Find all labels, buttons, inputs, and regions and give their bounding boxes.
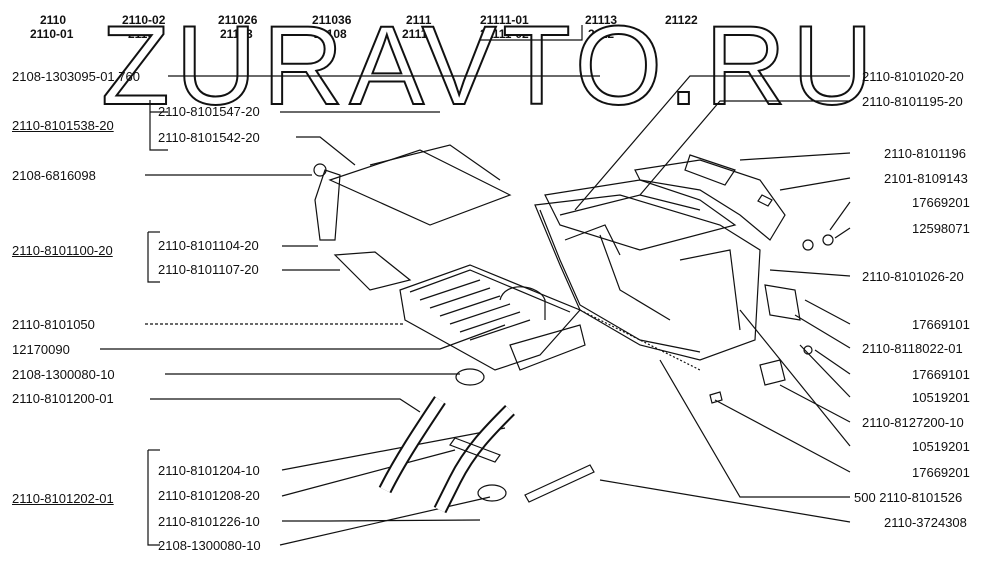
washer	[802, 239, 814, 251]
group-bracket	[147, 232, 160, 283]
part-label: 2108-6816098	[12, 168, 96, 183]
part-label: 2108-1300080-10	[12, 367, 115, 382]
group-bracket	[147, 450, 160, 546]
part-label: 2110-8118022-01	[862, 341, 963, 356]
radiator-tank	[509, 324, 586, 371]
part-label: 2110-3724308	[884, 515, 967, 530]
leader-line	[804, 299, 851, 325]
part-label: 500 2110-8101526	[854, 490, 963, 505]
part-label: 2110-8101195-20	[862, 94, 963, 109]
part-label: 2110-8101050	[12, 317, 95, 332]
part-label: 2110-8101204-10	[158, 463, 260, 478]
air-duct	[544, 179, 737, 251]
watermark: ZURAVTO.RU	[100, 3, 879, 128]
part-label: 12598071	[912, 221, 970, 236]
model-code: 21111-02	[480, 27, 529, 41]
part-label: 17669101	[912, 367, 970, 382]
assembly-label: 2110-8101100-20	[12, 243, 113, 258]
leader-line	[739, 309, 851, 447]
screw	[709, 391, 723, 404]
part-label: 2110-8101547-20	[158, 104, 260, 119]
part-label: 2101-8109143	[884, 171, 968, 186]
cable-strap	[524, 464, 595, 503]
leader-line	[281, 449, 456, 497]
leader-line	[814, 349, 851, 375]
screw	[757, 194, 773, 207]
part-label: 2110-8101200-01	[12, 391, 114, 406]
filter-cover	[328, 149, 512, 226]
leader-line	[769, 269, 851, 277]
model-code: 2110-01	[30, 27, 74, 41]
resistor	[759, 359, 786, 386]
leader-line	[714, 399, 851, 473]
damper-plate	[333, 251, 412, 291]
assembly-label: 2110-8101202-01	[12, 491, 114, 506]
leader-line	[794, 314, 851, 349]
part-label: 17669201	[912, 195, 970, 210]
leader-line	[599, 479, 851, 523]
leader-line	[296, 136, 356, 166]
heater-radiator	[399, 264, 582, 371]
flap	[634, 159, 786, 241]
leader-line	[279, 496, 491, 546]
leader-line	[100, 324, 506, 350]
part-label: 2110-8101026-20	[862, 269, 964, 284]
model-code: 21108	[314, 27, 347, 41]
leader-line	[282, 519, 481, 522]
assembly-label: 2110-8101538-20	[12, 118, 114, 133]
model-code: 211026	[218, 13, 258, 27]
part-label: 2108-1303095-01 760	[12, 69, 140, 84]
screw	[803, 345, 813, 355]
part-label: 2110-8101107-20	[158, 262, 259, 277]
hose-clamp	[455, 368, 485, 386]
model-code: 2110	[40, 13, 67, 27]
part-label: 17669101	[912, 317, 970, 332]
model-code: 2111	[406, 13, 432, 27]
radiator-pipe	[499, 286, 546, 320]
part-label: 2110-8101104-20	[158, 238, 259, 253]
leader-line	[829, 201, 851, 231]
tee-fitting	[449, 437, 501, 463]
group-bracket	[149, 100, 168, 151]
part-label: 2110-8101020-20	[862, 69, 964, 84]
leader-line	[799, 344, 851, 398]
part-label: 12170090	[12, 342, 70, 357]
part-label: 2110-8101226-10	[158, 514, 260, 529]
leader-line	[739, 152, 851, 161]
leader-line	[659, 359, 850, 498]
model-code: 21113	[585, 13, 618, 27]
model-code: 21102	[128, 27, 161, 41]
part-label: 2110-8101196	[884, 146, 966, 161]
model-code: 21111-01	[480, 13, 529, 27]
leader-line	[574, 75, 850, 211]
model-code: 2112	[588, 27, 615, 41]
model-code: 21122	[665, 13, 698, 27]
part-label: 2110-8101208-20	[158, 488, 260, 503]
hose-clamp	[477, 484, 507, 502]
part-label: 17669201	[912, 465, 970, 480]
model-code: 21111	[402, 27, 434, 41]
leader-line	[834, 227, 851, 239]
filter-frame	[314, 169, 341, 241]
model-code: 21103	[220, 27, 253, 41]
heater-housing	[534, 194, 761, 361]
leader-line	[281, 427, 506, 471]
part-label: 10519201	[912, 390, 970, 405]
header-bracket	[480, 25, 583, 41]
leader-line	[639, 100, 850, 196]
part-label: 2110-8127200-10	[862, 415, 964, 430]
motor-reducer	[764, 284, 801, 321]
model-code: 2110-02	[122, 13, 166, 27]
plug	[313, 163, 327, 177]
filter-element	[684, 154, 736, 186]
part-label: 2110-8101542-20	[158, 130, 260, 145]
part-label: 10519201	[912, 439, 970, 454]
leader-line	[779, 177, 851, 191]
washer	[822, 234, 834, 246]
model-code: 211036	[312, 13, 352, 27]
part-label: 2108-1300080-10	[158, 538, 261, 553]
leader-line	[150, 398, 421, 413]
